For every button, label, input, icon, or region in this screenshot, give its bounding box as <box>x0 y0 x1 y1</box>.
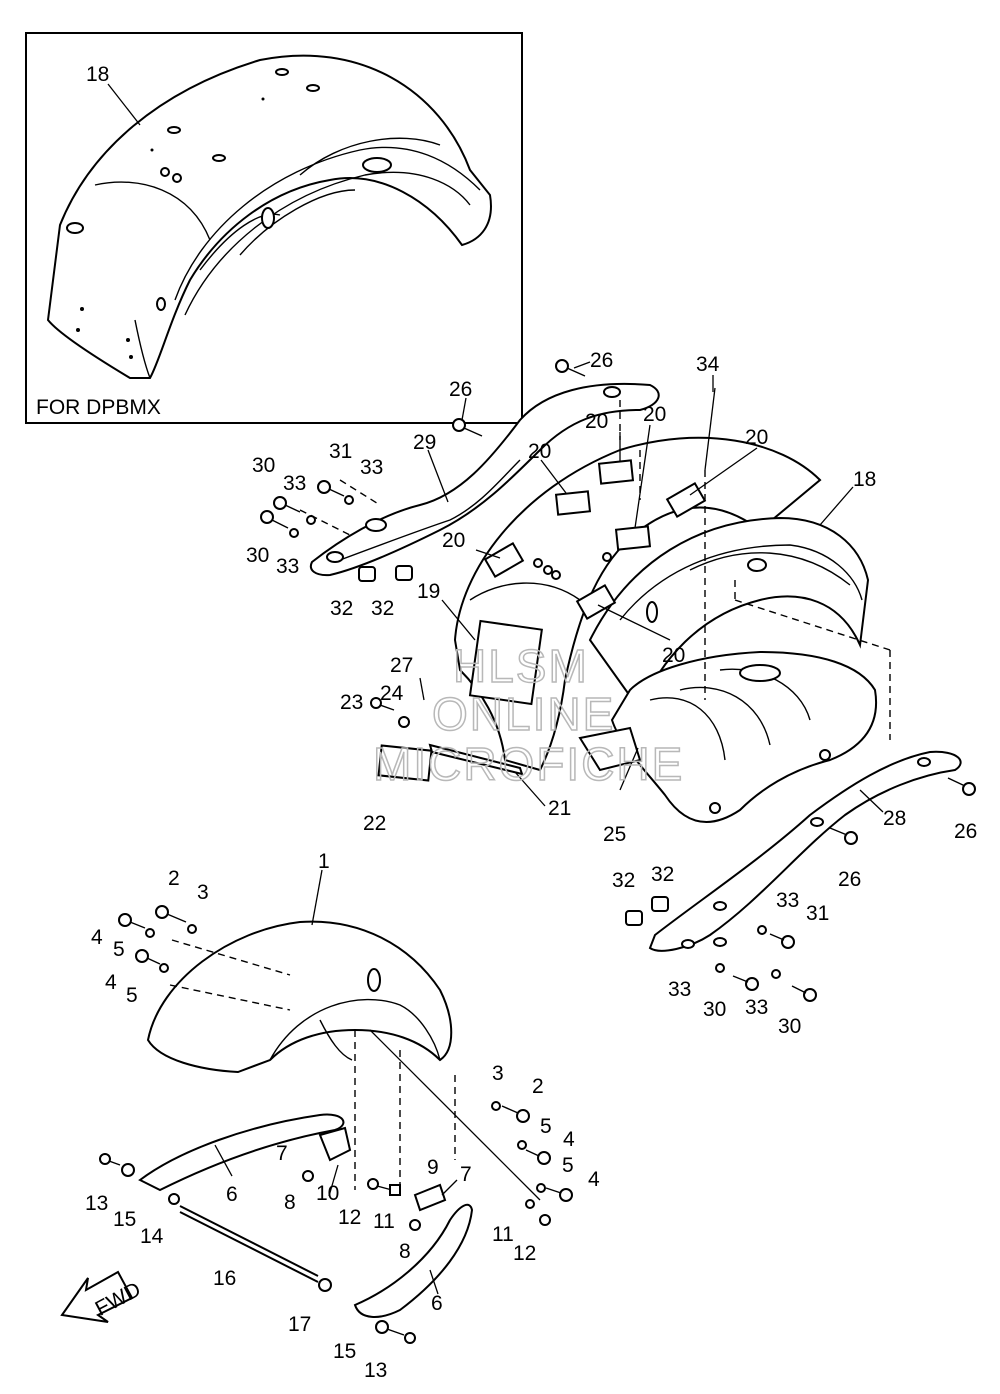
callout-1: 1 <box>318 850 330 873</box>
callout-18: 18 <box>853 468 876 491</box>
callout-33: 33 <box>276 555 299 578</box>
callout-28: 28 <box>883 807 906 830</box>
callout-33: 33 <box>360 456 383 479</box>
callout-31: 31 <box>329 440 352 463</box>
callout-32: 32 <box>330 597 353 620</box>
callout-3: 3 <box>197 881 209 904</box>
callout-26: 26 <box>954 820 977 843</box>
callout-26: 26 <box>838 868 861 891</box>
callout-34: 34 <box>696 353 720 376</box>
callout-30: 30 <box>246 544 269 567</box>
callout-20: 20 <box>745 426 768 449</box>
callout-26: 26 <box>590 349 613 372</box>
callout-8: 8 <box>399 1240 411 1263</box>
callout-12: 12 <box>338 1206 361 1229</box>
fender-stay-6-rear <box>353 1203 474 1318</box>
callout-29: 29 <box>413 431 436 454</box>
rear-fender-18 <box>588 516 870 713</box>
callout-22: 22 <box>363 812 386 835</box>
callout-5: 5 <box>540 1115 552 1138</box>
watermark-line-3: MICROFICHE <box>373 738 684 790</box>
callout-6: 6 <box>431 1292 443 1315</box>
callout-5: 5 <box>126 984 138 1007</box>
callout-30: 30 <box>252 454 275 477</box>
callout-31: 31 <box>806 902 829 925</box>
front-fender-assembly: FWD <box>60 905 573 1344</box>
callout-20: 20 <box>528 440 551 463</box>
callout-5: 5 <box>113 938 125 961</box>
callout-24: 24 <box>380 682 404 705</box>
callout-7: 7 <box>276 1142 288 1165</box>
callout-15: 15 <box>333 1340 356 1363</box>
callout-4: 4 <box>91 926 103 949</box>
callout-20: 20 <box>662 644 685 667</box>
callout-20: 20 <box>643 403 666 426</box>
callout-labels: 26 34 26 20 20 20 29 20 18 31 33 30 33 3… <box>85 349 977 1382</box>
rear-fender-assembly <box>260 359 976 1002</box>
callout-25: 25 <box>603 823 626 846</box>
callout-33: 33 <box>283 472 306 495</box>
callout-16: 16 <box>213 1267 236 1290</box>
inset-fender-illustration <box>46 54 492 379</box>
callout-3: 3 <box>492 1062 504 1085</box>
callout-27: 27 <box>390 654 413 677</box>
callout-17: 17 <box>288 1313 311 1336</box>
callout-33: 33 <box>745 996 768 1019</box>
callout-20: 20 <box>585 410 608 433</box>
callout-12: 12 <box>513 1242 536 1265</box>
inset-callout-18: 18 <box>86 63 109 86</box>
rear-fender-19 <box>453 436 822 772</box>
watermark-line-1: HLSM <box>453 640 589 692</box>
callout-14: 14 <box>140 1225 164 1248</box>
inner-fender-25 <box>610 650 877 823</box>
lower-fasteners <box>99 905 573 1344</box>
callout-30: 30 <box>703 998 726 1021</box>
callout-21: 21 <box>548 797 571 820</box>
front-fender-1 <box>146 920 453 1074</box>
callout-33: 33 <box>776 889 799 912</box>
callout-32: 32 <box>651 863 674 886</box>
fender-stay-6-front <box>138 1113 345 1192</box>
callout-32: 32 <box>612 869 635 892</box>
callout-19: 19 <box>417 580 440 603</box>
callout-26: 26 <box>449 378 472 401</box>
callout-33: 33 <box>668 978 691 1001</box>
callout-23: 23 <box>340 691 363 714</box>
grab-rail-29 <box>310 382 660 577</box>
callout-11: 11 <box>373 1210 395 1233</box>
inset-panel: 18 FOR DPBMX <box>25 32 523 424</box>
callout-4: 4 <box>563 1128 575 1151</box>
callout-7: 7 <box>460 1163 472 1186</box>
callout-20: 20 <box>442 529 465 552</box>
grab-rail-28 <box>648 750 962 952</box>
callout-15: 15 <box>113 1208 136 1231</box>
upper-fasteners <box>260 359 976 1002</box>
callout-4: 4 <box>105 971 117 994</box>
callout-9: 9 <box>427 1156 439 1179</box>
callout-6: 6 <box>226 1183 238 1206</box>
watermark: HLSM ONLINE MICROFICHE <box>372 639 684 791</box>
inset-caption: FOR DPBMX <box>36 396 161 419</box>
callout-13: 13 <box>364 1359 387 1382</box>
forward-direction-arrow: FWD <box>60 1270 145 1323</box>
callout-11: 11 <box>492 1223 514 1246</box>
callout-13: 13 <box>85 1192 108 1215</box>
callout-8: 8 <box>284 1191 296 1214</box>
callout-32: 32 <box>371 597 394 620</box>
callout-30: 30 <box>778 1015 801 1038</box>
callout-2: 2 <box>532 1075 544 1098</box>
callout-4: 4 <box>588 1168 600 1191</box>
callout-2: 2 <box>168 867 180 890</box>
callout-5: 5 <box>562 1154 574 1177</box>
watermark-line-2: ONLINE <box>432 688 615 740</box>
callout-10: 10 <box>316 1182 339 1205</box>
leader-lines <box>214 361 884 1295</box>
